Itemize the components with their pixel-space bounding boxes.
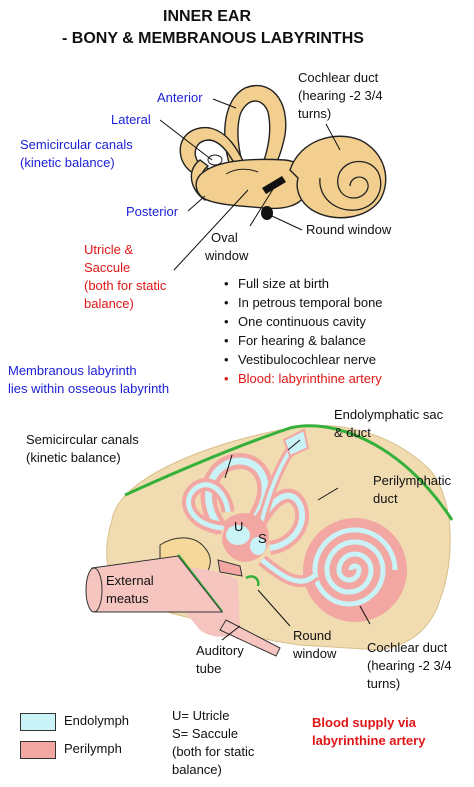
membranous-note-2: lies within osseous labyrinth: [8, 381, 170, 396]
legend-blood-supply-2: labyrinthine artery: [312, 733, 426, 748]
saccule-shape: [250, 537, 266, 555]
lateral-canal-opening: [207, 154, 223, 166]
label-utricle-2: Saccule: [84, 260, 131, 275]
bony-labyrinth-shape: [179, 84, 387, 219]
legend-perilymph-swatch: [20, 741, 56, 759]
label-perilymphatic-2: duct: [373, 491, 398, 506]
legend-endolymph-swatch: [20, 713, 56, 731]
membranous-note-1: Membranous labyrinth: [8, 363, 137, 378]
label-auditory-tube-2: tube: [196, 661, 222, 676]
legend-endolymph-label: Endolymph: [64, 713, 130, 728]
label-auditory-tube-1: Auditory: [196, 643, 244, 658]
label-semicircular-bottom-2: (kinetic balance): [26, 450, 121, 465]
legend-perilymph-label: Perilymph: [64, 741, 122, 756]
label-endolymphatic-1: Endolymphatic sac: [334, 407, 444, 422]
label-saccule-letter: S: [258, 531, 267, 546]
cochlea-spiral: [319, 160, 382, 211]
label-posterior: Posterior: [126, 204, 179, 219]
dura-line: [124, 424, 454, 521]
facts-list: Full size at birth In petrous temporal b…: [224, 274, 383, 388]
title-line-2: - BONY & MEMBRANOUS LABYRINTHS: [62, 30, 364, 47]
fact-item: For hearing & balance: [224, 331, 383, 350]
label-semicircular-canals: Semicircular canals: [20, 137, 133, 152]
label-round-window-top: Round window: [306, 222, 392, 237]
label-external-meatus-2: meatus: [106, 591, 149, 606]
label-cochlear-duct-top-3: turns): [298, 106, 332, 121]
label-round-window-bottom-2: window: [293, 646, 337, 661]
label-semicircular-kinetic: (kinetic balance): [20, 155, 115, 170]
label-perilymphatic-1: Perilymphatic: [373, 473, 452, 488]
fact-item: In petrous temporal bone: [224, 293, 383, 312]
oval-window-shape: [262, 176, 286, 194]
label-oval-1: Oval: [211, 230, 238, 245]
fact-item: Full size at birth: [224, 274, 383, 293]
legend-abbrev-1: U= Utricle: [172, 708, 230, 723]
label-semicircular-bottom-1: Semicircular canals: [26, 432, 139, 447]
label-anterior: Anterior: [157, 90, 203, 105]
legend-abbrev-4: balance): [172, 762, 222, 777]
label-oval-2: window: [205, 248, 249, 263]
utricle-shape: [226, 525, 250, 545]
round-window-membrane: [245, 575, 260, 587]
cochlear-duct-spiral: [312, 527, 398, 607]
fact-item: Vestibulocochlear nerve: [224, 350, 383, 369]
label-cochlear-duct-bottom-1: Cochlear duct: [367, 640, 448, 655]
label-cochlear-duct-bottom-3: turns): [367, 676, 401, 691]
stapes-footplate: [217, 559, 243, 577]
title-line-1: INNER EAR: [163, 8, 252, 25]
legend-blood-supply-1: Blood supply via: [312, 715, 417, 730]
label-cochlear-duct-bottom-2: (hearing -2 3/4: [367, 658, 452, 673]
fact-item-blood: Blood: labyrinthine artery: [224, 369, 383, 388]
label-lateral: Lateral: [111, 112, 151, 127]
label-utricle-1: Utricle &: [84, 242, 134, 257]
legend-abbrev-3: (both for static: [172, 744, 255, 759]
round-window-shape: [261, 206, 273, 220]
cochlea-perilymph: [303, 518, 407, 622]
fact-item: One continuous cavity: [224, 312, 383, 331]
label-utricle-3: (both for static: [84, 278, 167, 293]
label-external-meatus-1: External: [106, 573, 154, 588]
label-cochlear-duct-top-2: (hearing -2 3/4: [298, 88, 383, 103]
label-utricle-letter: U: [234, 519, 244, 534]
legend-abbrev-2: S= Saccule: [172, 726, 239, 741]
label-cochlear-duct-top-1: Cochlear duct: [298, 70, 379, 85]
label-utricle-4: balance): [84, 296, 134, 311]
label-round-window-bottom-1: Round: [293, 628, 332, 643]
label-endolymphatic-2: & duct: [334, 425, 371, 440]
auditory-tube: [219, 619, 281, 657]
